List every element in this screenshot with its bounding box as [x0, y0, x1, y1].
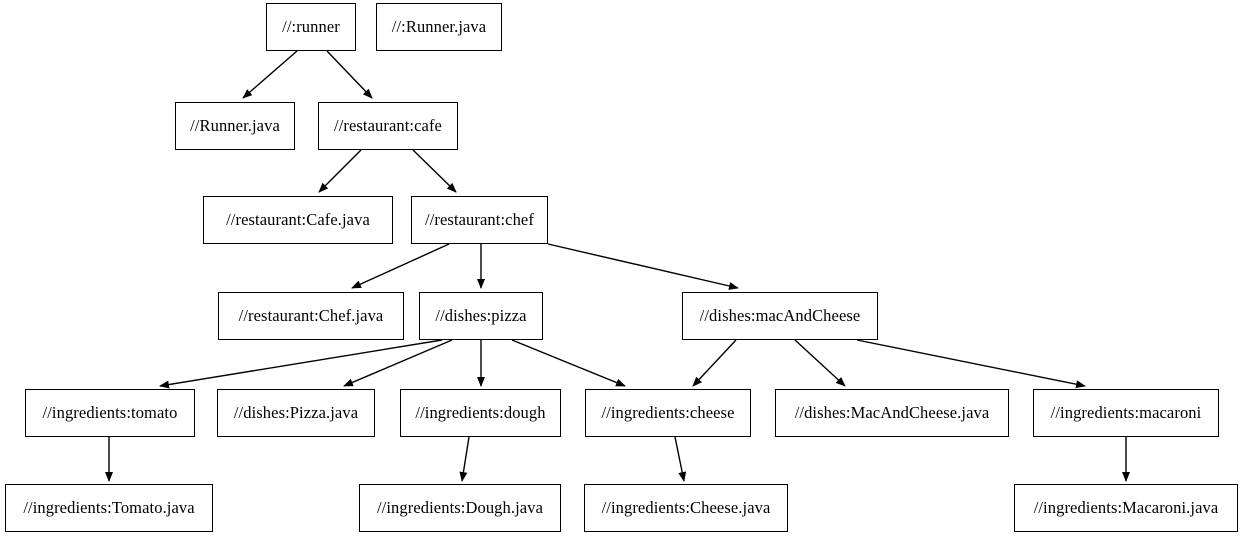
graph-node-label: //:runner — [282, 16, 340, 36]
graph-node-label: //Runner.java — [190, 115, 280, 135]
graph-edge — [242, 50, 298, 99]
graph-node-label: //dishes:MacAndCheese.java — [794, 402, 990, 422]
graph-edge — [692, 339, 737, 387]
graph-node-runner_java_root[interactable]: //:Runner.java — [376, 3, 502, 51]
graph-edge — [159, 339, 443, 389]
graph-node-dishes_mac_java[interactable]: //dishes:MacAndCheese.java — [775, 389, 1009, 437]
graph-node-label: //ingredients:tomato — [42, 402, 178, 422]
graph-node-label: //dishes:pizza — [435, 305, 527, 325]
graph-node-restaurant_cafe[interactable]: //restaurant:cafe — [318, 102, 458, 150]
graph-edge — [674, 436, 687, 482]
graph-node-label: //restaurant:Chef.java — [238, 305, 384, 325]
graph-node-label: //restaurant:cafe — [334, 115, 442, 135]
graph-node-ing_cheese[interactable]: //ingredients:cheese — [585, 389, 751, 437]
graph-node-ing_dough[interactable]: //ingredients:dough — [400, 389, 561, 437]
graph-edge — [343, 339, 453, 387]
graph-node-label: //dishes:macAndCheese — [699, 305, 861, 325]
graph-node-ing_tomato[interactable]: //ingredients:tomato — [25, 389, 195, 437]
graph-edge — [351, 243, 450, 289]
graph-node-label: //ingredients:Cheese.java — [601, 497, 771, 517]
graph-node-label: //ingredients:Tomato.java — [23, 497, 195, 517]
graph-node-dishes_mac[interactable]: //dishes:macAndCheese — [682, 292, 878, 340]
graph-node-label: //ingredients:dough — [415, 402, 546, 422]
graph-node-ing_dough_java[interactable]: //ingredients:Dough.java — [359, 484, 561, 532]
graph-node-ing_macaroni_java[interactable]: //ingredients:Macaroni.java — [1014, 484, 1238, 532]
graph-node-label: //ingredients:macaroni — [1050, 402, 1202, 422]
graph-edge — [547, 243, 739, 290]
graph-edge — [412, 149, 457, 193]
graph-node-dishes_pizza_java[interactable]: //dishes:Pizza.java — [217, 389, 375, 437]
graph-node-label: //dishes:Pizza.java — [233, 402, 359, 422]
graph-node-label: //ingredients:Dough.java — [377, 497, 543, 517]
graph-node-runner_java[interactable]: //Runner.java — [175, 102, 295, 150]
graph-node-label: //restaurant:Cafe.java — [226, 209, 370, 229]
graph-node-label: //ingredients:cheese — [601, 402, 735, 422]
graph-node-restaurant_cafe_java[interactable]: //restaurant:Cafe.java — [203, 196, 393, 244]
graph-node-runner[interactable]: //:runner — [266, 3, 356, 51]
graph-edge — [326, 50, 373, 99]
graph-node-label: //:Runner.java — [391, 16, 487, 36]
graph-edge — [318, 149, 362, 193]
graph-node-restaurant_chef[interactable]: //restaurant:chef — [411, 196, 548, 244]
graph-edge — [459, 436, 470, 482]
graph-node-ing_macaroni[interactable]: //ingredients:macaroni — [1033, 389, 1219, 437]
graph-edge — [511, 339, 626, 387]
graph-node-restaurant_chef_java[interactable]: //restaurant:Chef.java — [218, 292, 404, 340]
graph-node-label: //ingredients:Macaroni.java — [1033, 497, 1219, 517]
graph-node-ing_cheese_java[interactable]: //ingredients:Cheese.java — [584, 484, 788, 532]
graph-node-ing_tomato_java[interactable]: //ingredients:Tomato.java — [5, 484, 213, 532]
graph-node-label: //restaurant:chef — [425, 209, 534, 229]
graph-node-dishes_pizza[interactable]: //dishes:pizza — [419, 292, 543, 340]
graph-edge — [794, 339, 846, 387]
graph-edge — [856, 339, 1086, 389]
